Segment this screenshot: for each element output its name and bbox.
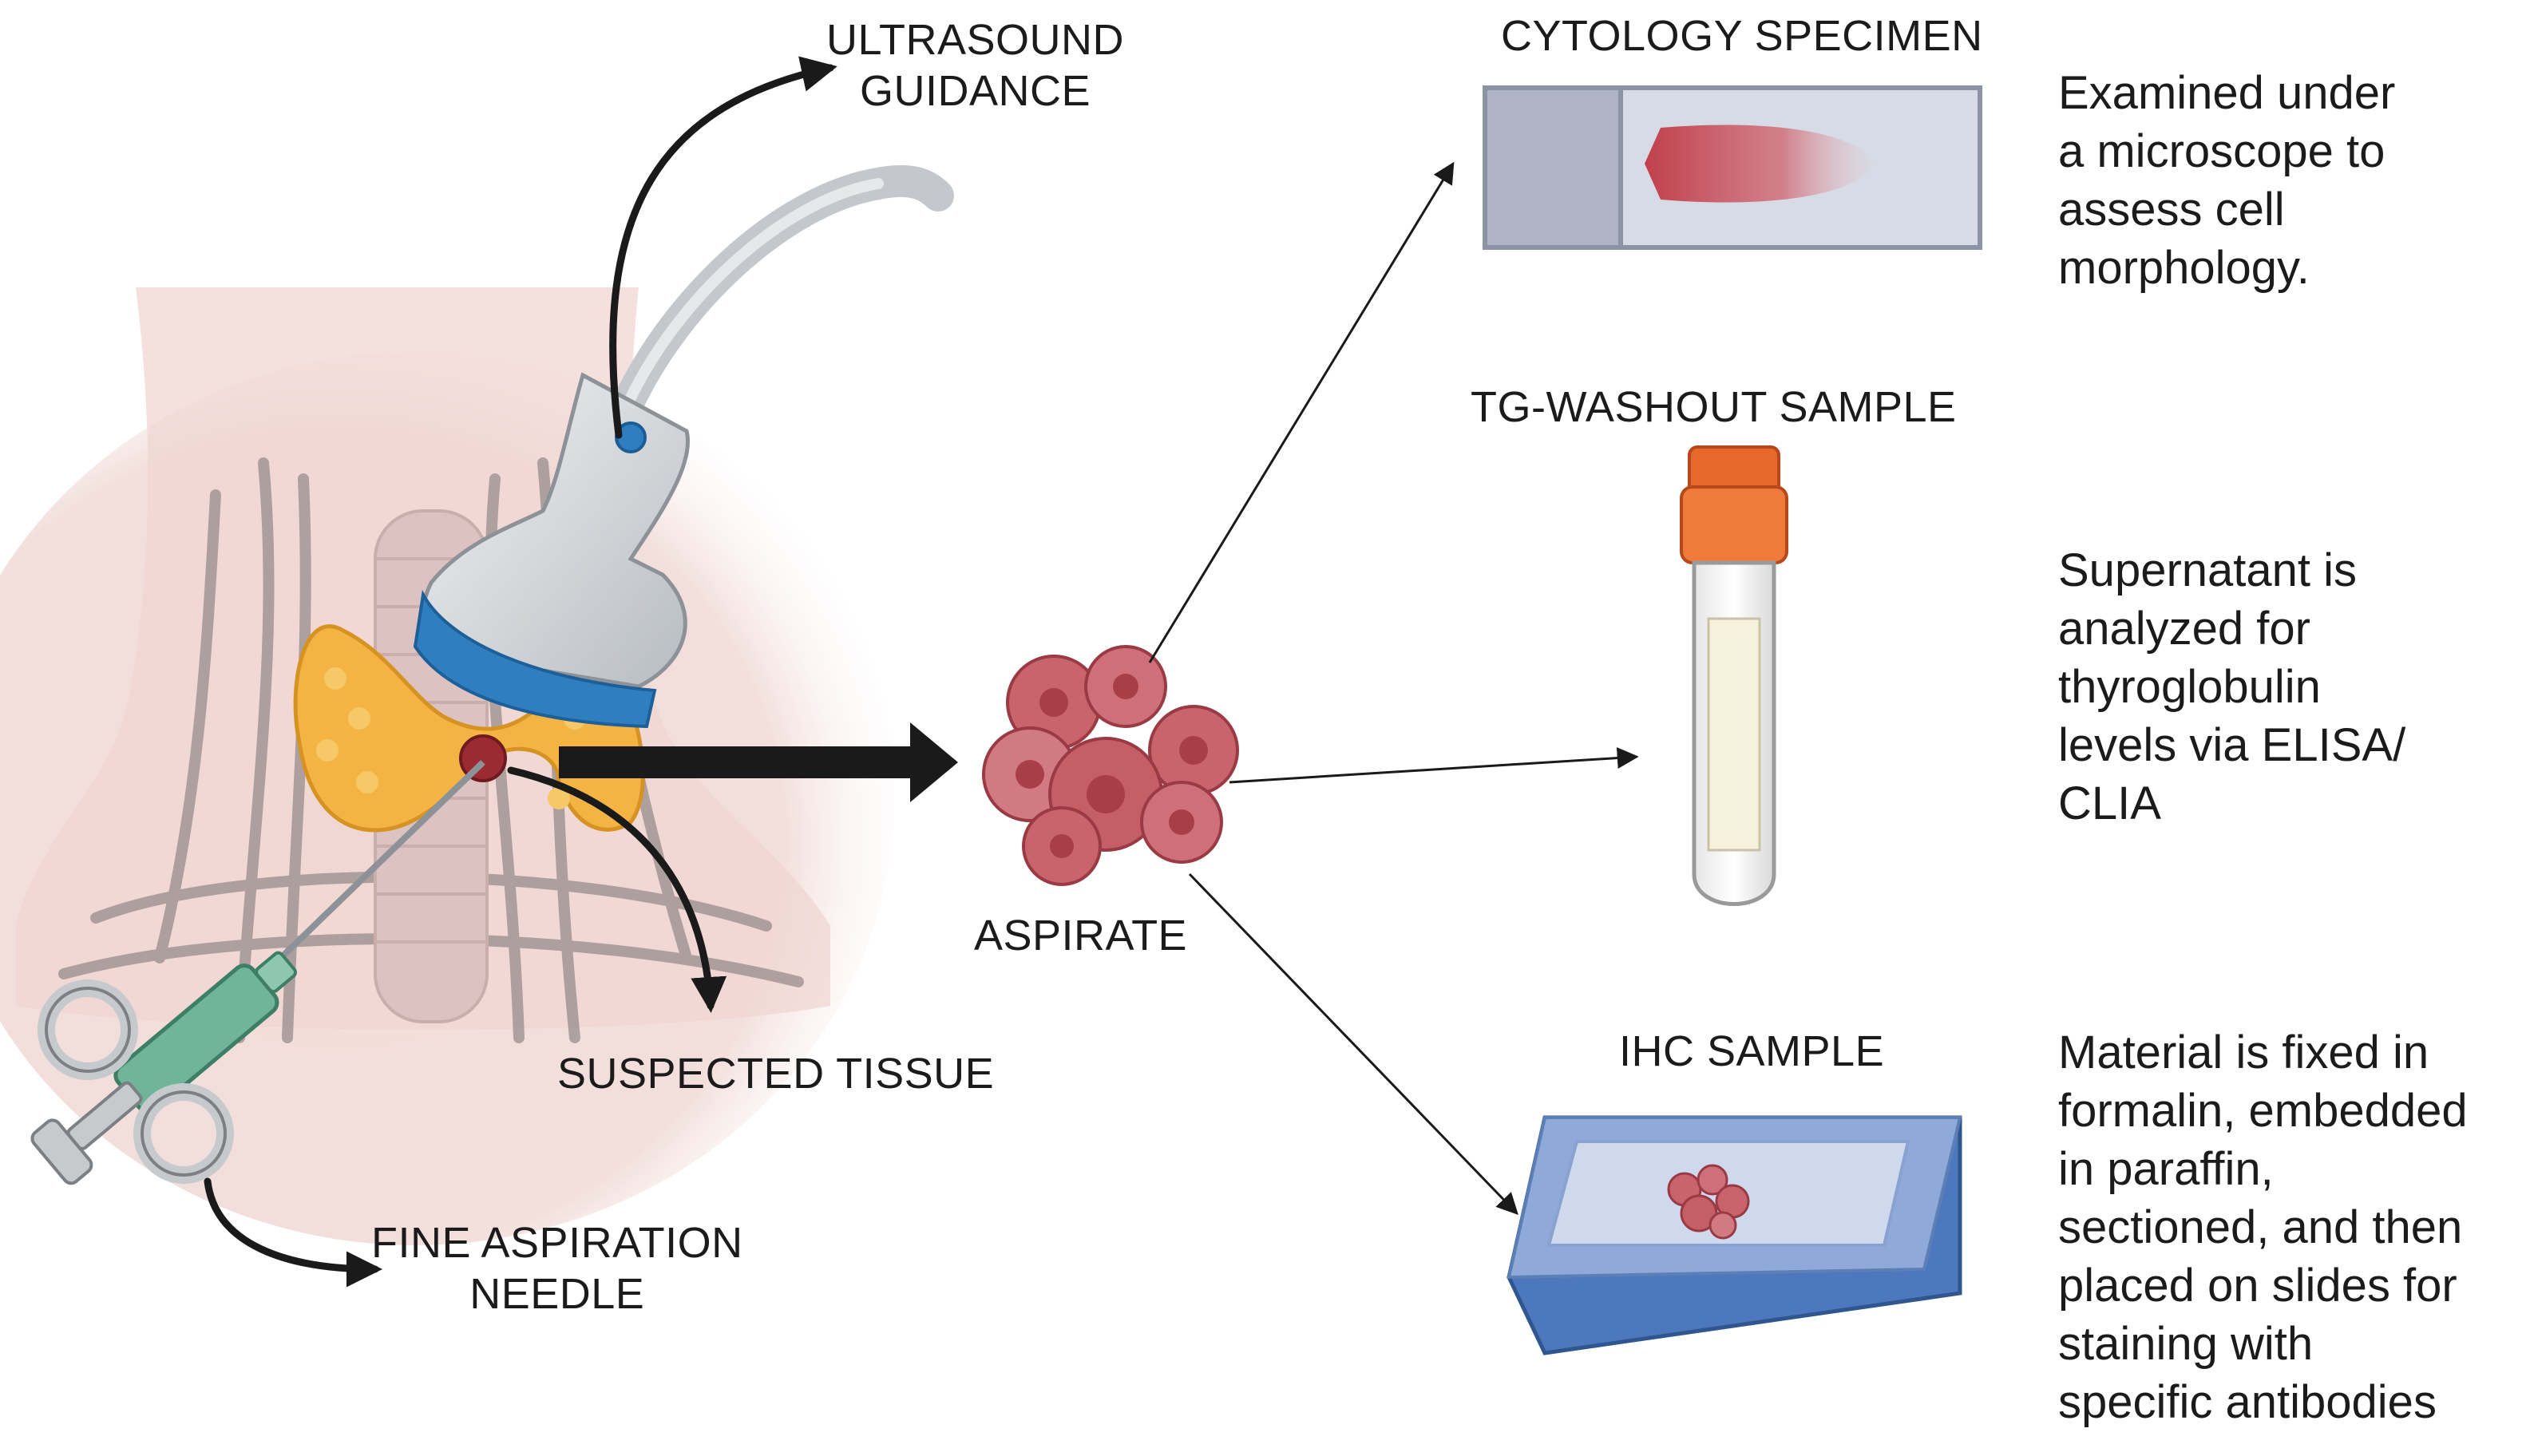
- syringe-body: [30, 951, 297, 1185]
- arrow-to-tg-washout: [1229, 747, 1639, 784]
- ihc-desc-line: Material is fixed in: [2058, 1027, 2429, 1078]
- probe-head: [413, 589, 657, 729]
- aspirate-cells: [982, 645, 1239, 886]
- ultrasound-label-line-2: GUIDANCE: [860, 67, 1091, 115]
- ihc-label: IHC SAMPLE: [1619, 1027, 1885, 1075]
- needle-label: FINE ASPIRATION NEEDLE: [371, 1217, 743, 1320]
- ihc-desc-line: sectioned, and then: [2058, 1201, 2463, 1253]
- branch-arrows: [1148, 161, 1639, 1215]
- cytology-description: Examined under a microscope to assess ce…: [2058, 64, 2395, 297]
- needle-label-line-1: FINE ASPIRATION: [371, 1219, 743, 1267]
- fine-needle-syringe: [30, 760, 485, 1185]
- cytology-desc-line: morphology.: [2058, 242, 2310, 294]
- tg-desc-line: levels via ELISA/: [2058, 719, 2406, 771]
- tg-washout-description: Supernatant is analyzed for thyroglobuli…: [2058, 541, 2405, 833]
- ihc-desc-line: specific antibodies: [2058, 1376, 2437, 1428]
- needle-pointer: [204, 1177, 382, 1288]
- tg-washout-label: TG-WASHOUT SAMPLE: [1471, 383, 1957, 431]
- cytology-desc-line: Examined under: [2058, 67, 2396, 119]
- aspirate-label: ASPIRATE: [974, 912, 1188, 959]
- arrow-to-cytology: [1148, 161, 1455, 663]
- cytology-desc-line: assess cell: [2058, 184, 2285, 235]
- tg-desc-line: analyzed for: [2058, 603, 2310, 655]
- ultrasound-pointer: [609, 56, 837, 439]
- cytology-label: CYTOLOGY SPECIMEN: [1501, 12, 1983, 60]
- tg-desc-line: Supernatant is: [2058, 544, 2358, 596]
- ihc-desc-line: placed on slides for: [2058, 1260, 2457, 1312]
- ihc-tissue: [1667, 1164, 1750, 1240]
- ultrasound-probe: [413, 164, 954, 729]
- suspected-tissue-label: SUSPECTED TISSUE: [557, 1050, 995, 1098]
- arrow-to-ihc: [1188, 872, 1518, 1215]
- tg-desc-line: thyroglobulin: [2058, 661, 2321, 713]
- ihc-desc-line: in paraffin,: [2058, 1143, 2274, 1195]
- suspected-tissue-pointer: [507, 766, 727, 1013]
- cytology-smear: [1645, 125, 1876, 203]
- ultrasound-label: ULTRASOUND GUIDANCE: [826, 14, 1124, 117]
- ultrasound-label-line-1: ULTRASOUND: [826, 16, 1125, 64]
- probe-cable-highlight: [617, 178, 884, 421]
- probe-cable: [607, 164, 954, 431]
- ihc-desc-line: formalin, embedded: [2058, 1085, 2468, 1137]
- tg-desc-line: CLIA: [2058, 777, 2161, 829]
- curved-pointers: [204, 56, 837, 1288]
- cytology-desc-line: a microscope to: [2058, 125, 2386, 177]
- tg-washout-tube: [1680, 445, 1788, 906]
- needle-label-line-2: NEEDLE: [469, 1270, 645, 1318]
- ihc-desc-line: staining with: [2058, 1318, 2314, 1370]
- ihc-description: Material is fixed in formalin, embedded …: [2058, 1023, 2468, 1431]
- cytology-slide: [1483, 85, 1982, 250]
- ihc-cassette: [1507, 1115, 1962, 1355]
- main-arrow: [559, 722, 958, 802]
